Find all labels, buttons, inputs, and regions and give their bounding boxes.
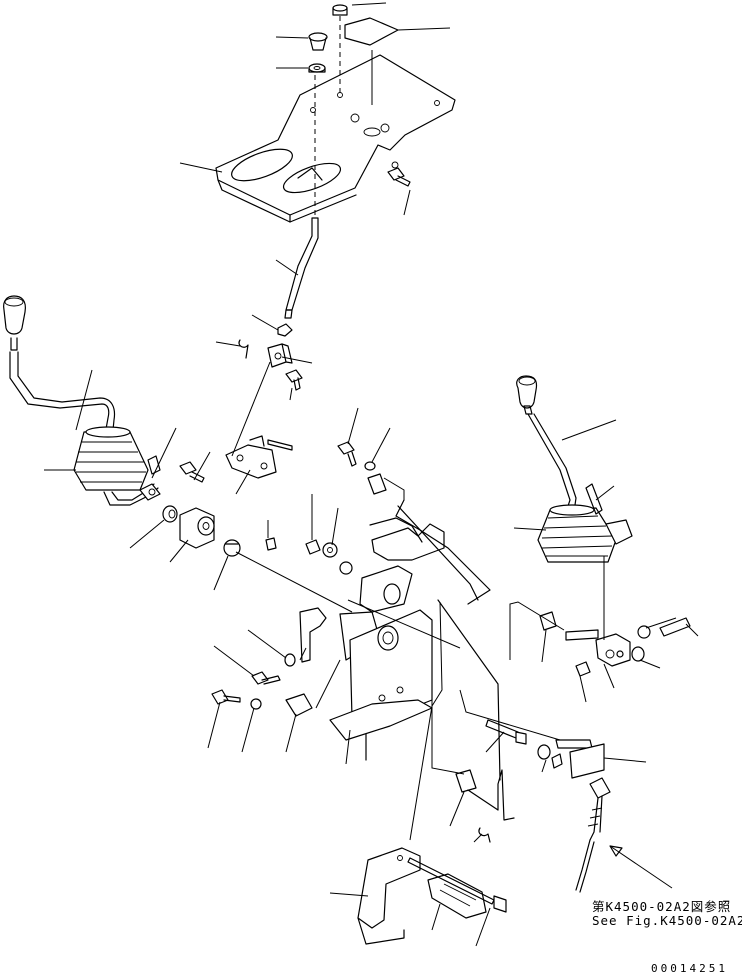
- joint-bolt: [285, 369, 303, 391]
- side-washer: [284, 653, 296, 667]
- center-bushing: [339, 561, 353, 575]
- right-shaft: [565, 629, 599, 641]
- reference-note-jp: 第K4500-02A2図参照: [592, 899, 732, 914]
- side-bolt: [251, 671, 281, 685]
- left-boot: [73, 426, 149, 491]
- right-bushing: [539, 611, 557, 631]
- lower-shaft: [555, 739, 593, 749]
- shift-rod: [284, 217, 319, 319]
- lower-clip: [478, 827, 491, 843]
- right-pin-2: [616, 650, 624, 658]
- center-crank: [225, 435, 277, 479]
- upper-bolt: [337, 441, 357, 467]
- crank-pin: [267, 439, 293, 451]
- lower-collar: [537, 744, 551, 760]
- cover-plate: [215, 54, 456, 223]
- right-nut: [575, 661, 591, 677]
- left-pin: [147, 455, 161, 475]
- lower-bolt: [485, 719, 527, 745]
- lower-rod-line: [459, 689, 561, 741]
- left-bracket-link: [103, 483, 161, 506]
- right-link-line: [509, 556, 605, 660]
- bottom-bolt: [407, 857, 507, 913]
- bottom-bracket: [357, 847, 421, 945]
- left-bushing: [162, 505, 178, 523]
- center-nut-1: [265, 537, 277, 551]
- lower-arm: [569, 743, 605, 779]
- left-bolt: [179, 461, 205, 483]
- hidden-line-lower: [431, 700, 465, 775]
- upper-block: [367, 473, 387, 495]
- right-washer: [631, 646, 645, 662]
- center-washer: [322, 542, 338, 558]
- lower-rod: [455, 769, 515, 821]
- rubber-cap: [332, 4, 348, 95]
- bracket-plate-upper: [369, 517, 445, 561]
- grommet-1: [308, 32, 328, 51]
- bracket-right-arm: [395, 499, 491, 605]
- rod-nut: [277, 323, 293, 337]
- base-bolt: [211, 689, 241, 705]
- cover-bolt: [387, 167, 411, 187]
- control-cable: [575, 777, 611, 893]
- link-line-1: [231, 361, 271, 457]
- right-rod: [659, 617, 691, 637]
- main-bracket: [329, 565, 433, 761]
- right-collar: [637, 625, 651, 639]
- right-pin: [585, 483, 603, 515]
- left-pivot-bracket: [179, 507, 215, 549]
- rod-joint: [267, 343, 293, 368]
- left-knob: [3, 295, 26, 351]
- lower-nut: [551, 753, 563, 769]
- rod-line-long: [437, 599, 501, 781]
- seal-pad: [344, 17, 399, 46]
- right-boot: [537, 504, 633, 563]
- right-knob: [516, 375, 538, 415]
- center-nut-2: [305, 539, 321, 555]
- rod-clip: [238, 339, 249, 359]
- bottom-plate: [427, 873, 487, 919]
- upper-washer: [364, 461, 376, 471]
- rod-line-right: [431, 601, 443, 707]
- long-link-line: [409, 705, 433, 841]
- bracket-left-plate: [299, 607, 327, 663]
- reference-note-en: See Fig.K4500-02A2: [592, 913, 742, 928]
- right-lever: [527, 413, 577, 513]
- left-collar: [223, 539, 241, 557]
- grommet-2: [308, 63, 326, 73]
- left-lever: [9, 351, 116, 441]
- base-washer: [250, 698, 262, 710]
- base-plate: [285, 693, 313, 717]
- document-number: 00014251: [651, 962, 728, 975]
- right-clevis: [595, 633, 631, 667]
- leader-lines: [44, 2, 699, 947]
